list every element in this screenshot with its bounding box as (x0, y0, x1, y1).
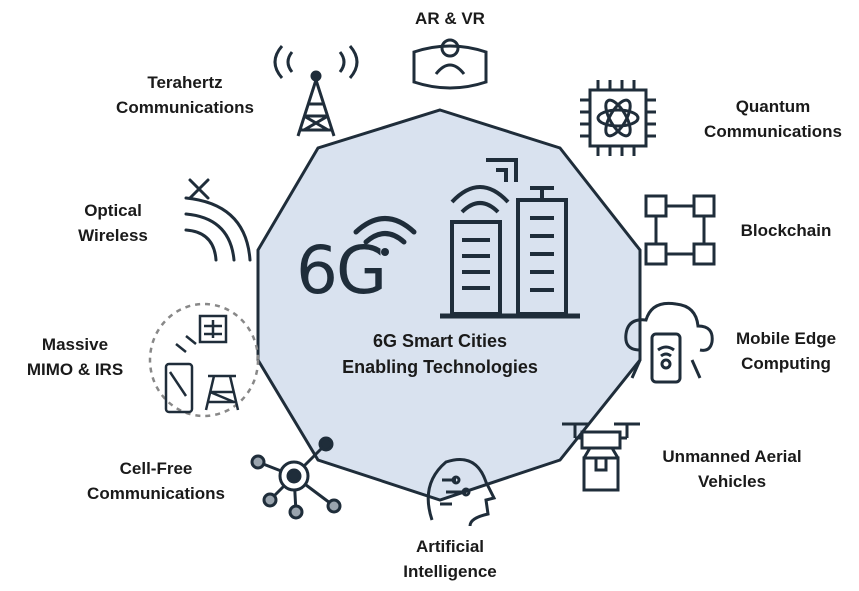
label-terahertz-communications: Terahertz Communications (116, 73, 254, 117)
tower-icon (273, 45, 359, 137)
center-title-line1: 6G Smart Cities (372, 331, 508, 351)
network-nodes-icon (250, 436, 342, 520)
label-optical-wireless: Optical Wireless (78, 201, 148, 245)
ar-vr-headset-icon (412, 38, 488, 90)
center-title-line2: Enabling Technologies (342, 357, 538, 377)
cloud-phone-icon (624, 301, 714, 384)
label-unmanned-aerial-vehicles: Unmanned Aerial Vehicles (662, 447, 802, 491)
ai-head-icon (426, 458, 497, 527)
label-quantum-communications: Quantum Communications (704, 97, 842, 141)
label-ar-vr: AR & VR (415, 9, 485, 28)
center-decagon (256, 108, 642, 502)
label-artificial-intelligence: Artificial Intelligence (403, 537, 497, 581)
label-mobile-edge-computing: Mobile Edge Computing (735, 329, 837, 373)
blockchain-icon (644, 194, 716, 266)
center-title: 6G Smart Cities Enabling Technologies (300, 328, 580, 380)
mimo-irs-icon (148, 302, 260, 418)
city-buildings-icon (440, 158, 580, 319)
optical-wireless-icon (184, 178, 252, 262)
label-cell-free-communications: Cell-Free Communications (87, 459, 225, 503)
wifi-icon (353, 216, 417, 256)
6g-logo: 6G (296, 232, 387, 309)
quantum-chip-icon (580, 80, 656, 156)
label-massive-mimo-irs: Massive MIMO & IRS (26, 335, 124, 379)
label-blockchain: Blockchain (740, 221, 832, 240)
drone-icon (562, 422, 640, 492)
